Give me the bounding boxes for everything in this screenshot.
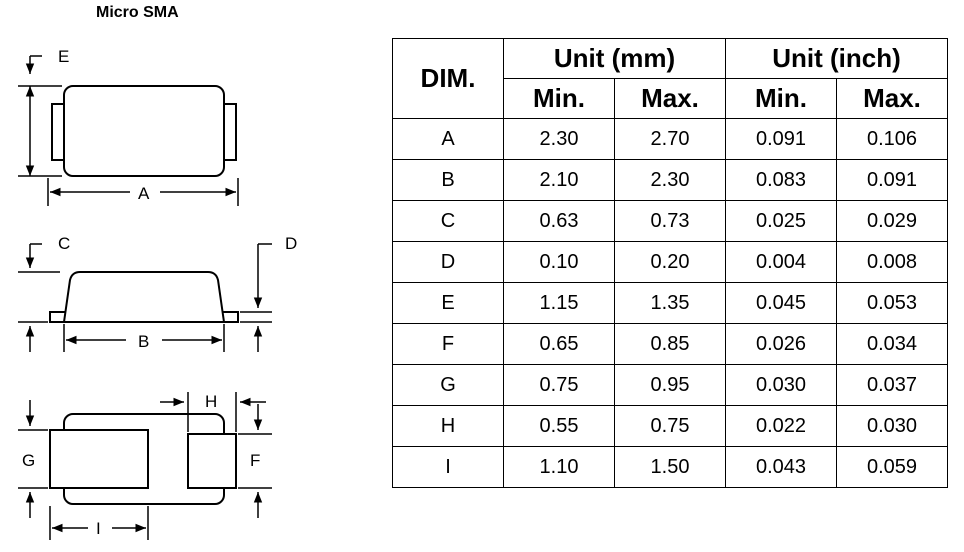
mm-min-cell: 2.30 [503, 118, 615, 160]
label-a: A [138, 184, 150, 203]
inch-max-cell: 0.037 [836, 364, 948, 406]
dim-cell: G [392, 364, 504, 406]
unit-inch-header: Unit (inch) [725, 38, 948, 79]
dim-cell: B [392, 159, 504, 201]
inch-max-cell: 0.059 [836, 446, 948, 488]
bottom-view [18, 392, 272, 540]
inch-min-cell: 0.026 [725, 323, 837, 365]
inch-max-cell: 0.034 [836, 323, 948, 365]
mm-max-cell: 0.20 [614, 241, 726, 283]
dimension-table: DIM. Unit (mm) Unit (inch) Min. Max. Min… [392, 38, 948, 488]
mm-max-cell: 2.30 [614, 159, 726, 201]
mm-min-cell: 0.55 [503, 405, 615, 447]
label-d: D [285, 234, 297, 253]
mm-max-cell: 0.75 [614, 405, 726, 447]
inch-max-cell: 0.106 [836, 118, 948, 160]
mm-min-cell: 0.10 [503, 241, 615, 283]
label-f: F [250, 451, 260, 470]
mm-min-header: Min. [503, 78, 615, 119]
side-view [18, 243, 272, 352]
top-view [18, 55, 239, 206]
dim-cell: C [392, 200, 504, 242]
mm-max-cell: 0.95 [614, 364, 726, 406]
inch-min-cell: 0.030 [725, 364, 837, 406]
label-e: E [58, 47, 69, 66]
dim-cell: E [392, 282, 504, 324]
dim-cell: F [392, 323, 504, 365]
inch-max-cell: 0.091 [836, 159, 948, 201]
mm-min-cell: 0.63 [503, 200, 615, 242]
mm-min-cell: 1.10 [503, 446, 615, 488]
dim-cell: A [392, 118, 504, 160]
mm-min-cell: 0.65 [503, 323, 615, 365]
dim-cell: D [392, 241, 504, 283]
inch-min-cell: 0.025 [725, 200, 837, 242]
mm-min-cell: 2.10 [503, 159, 615, 201]
dim-cell: H [392, 405, 504, 447]
label-b: B [138, 332, 149, 351]
label-c: C [58, 234, 70, 253]
mm-max-cell: 1.35 [614, 282, 726, 324]
label-h: H [205, 392, 217, 411]
mm-max-header: Max. [614, 78, 726, 119]
unit-mm-header: Unit (mm) [503, 38, 726, 79]
inch-min-cell: 0.091 [725, 118, 837, 160]
inch-min-cell: 0.083 [725, 159, 837, 201]
inch-max-cell: 0.008 [836, 241, 948, 283]
inch-min-cell: 0.004 [725, 241, 837, 283]
package-title: Micro SMA [96, 4, 179, 21]
inch-min-header: Min. [725, 78, 837, 119]
mm-max-cell: 0.73 [614, 200, 726, 242]
inch-min-cell: 0.022 [725, 405, 837, 447]
mm-min-cell: 1.15 [503, 282, 615, 324]
inch-max-cell: 0.030 [836, 405, 948, 447]
mm-max-cell: 2.70 [614, 118, 726, 160]
dim-cell: I [392, 446, 504, 488]
mm-max-cell: 0.85 [614, 323, 726, 365]
inch-max-cell: 0.029 [836, 200, 948, 242]
inch-max-header: Max. [836, 78, 948, 119]
mm-min-cell: 0.75 [503, 364, 615, 406]
inch-min-cell: 0.045 [725, 282, 837, 324]
dim-header: DIM. [392, 38, 504, 119]
mm-max-cell: 1.50 [614, 446, 726, 488]
inch-min-cell: 0.043 [725, 446, 837, 488]
label-i: I [96, 519, 101, 538]
package-outline-drawing: E A C D B H G F I [18, 47, 297, 540]
label-g: G [22, 451, 35, 470]
inch-max-cell: 0.053 [836, 282, 948, 324]
